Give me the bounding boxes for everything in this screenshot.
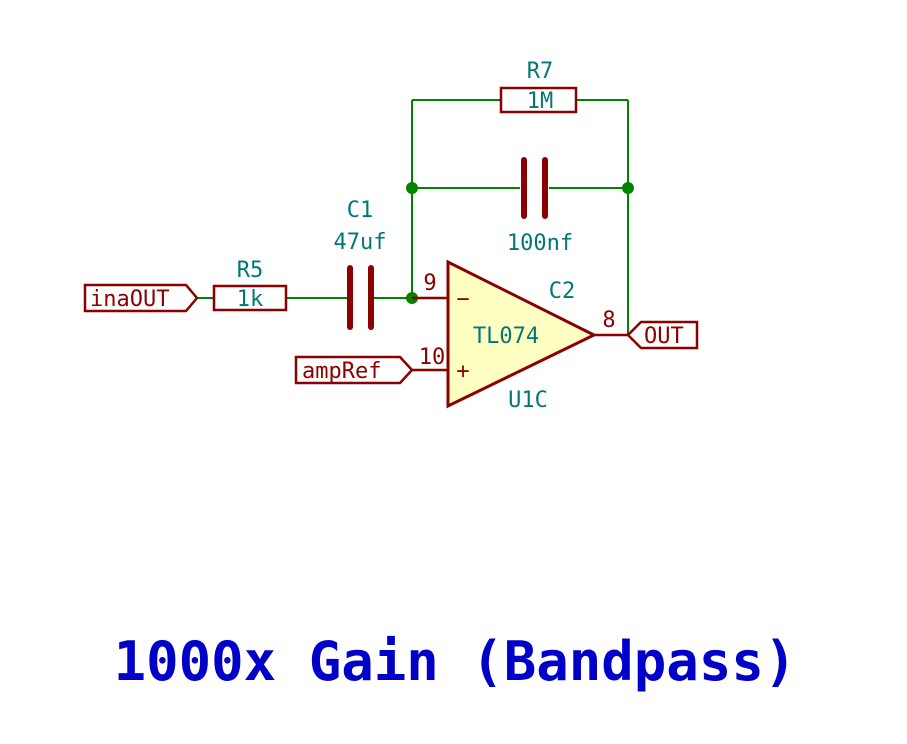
minus-symbol: − [456,287,469,312]
port-input-label: inaOUT [90,287,169,312]
r7-ref: R7 [527,59,554,84]
c2-ref: C2 [549,279,576,304]
pin-inv-number: 9 [423,271,436,296]
opamp-body [446,259,598,409]
c1-ref: C1 [347,198,374,223]
port-output-label: OUT [644,324,684,349]
junction-dot [622,182,634,194]
port-reference-label: ampRef [302,359,381,384]
port-input: inaOUT [83,283,199,313]
port-reference: ampRef [294,355,414,385]
wires [197,99,629,335]
capacitor-c1: C1 47uf [334,198,387,330]
c1-value: 47uf [334,230,387,255]
r7-value: 1M [527,89,554,114]
c2-value: 100nf [507,231,573,256]
opamp-ref: U1C [508,388,548,413]
port-output: OUT [626,320,699,350]
junction-dot [406,182,418,194]
capacitor-c2: 100nf C2 [507,157,576,304]
resistor-r5: R5 1k [212,258,288,312]
plus-symbol: + [456,359,469,384]
opamp-u1c: 9 10 8 − + TL074 U1C [412,259,628,413]
opamp-value: TL074 [473,324,539,349]
diagram-title: 1000x Gain (Bandpass) [114,630,797,693]
r5-ref: R5 [237,258,264,283]
resistor-r7: R7 1M [499,59,578,114]
pin-out-number: 8 [602,308,615,333]
r5-value: 1k [237,287,264,312]
pin-noninv-number: 10 [419,345,446,370]
